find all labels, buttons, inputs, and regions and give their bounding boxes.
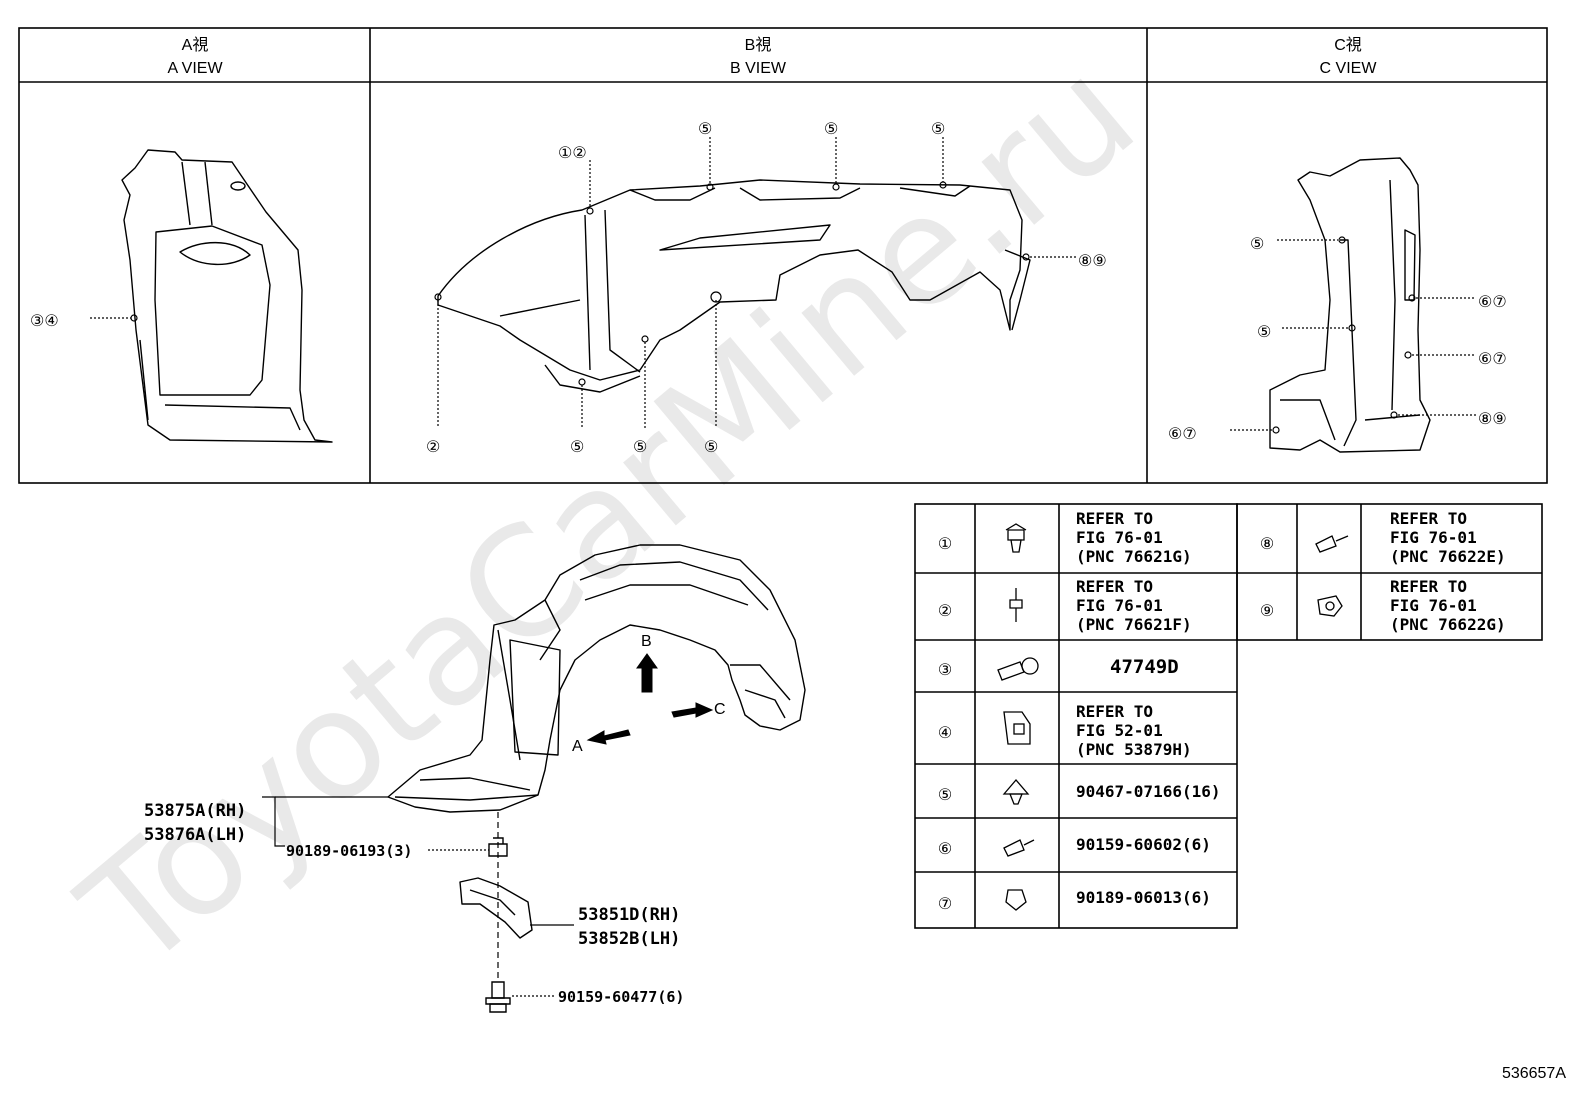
c-view-title-jp: C視 xyxy=(1334,36,1362,54)
part-label-screw: 90159-60477(6) xyxy=(558,988,684,1006)
legend-num-9: ⑨ xyxy=(1260,603,1274,620)
b-view-title: B VIEW xyxy=(730,60,787,77)
callout-6-7: ⑥⑦ xyxy=(1478,294,1507,311)
clip-part xyxy=(488,837,508,857)
c-view-callouts: ⑤ ⑤ ⑥⑦ ⑥⑦ ⑧⑨ ⑥⑦ xyxy=(1168,236,1507,443)
legend-2-line-3: (PNC 76621F) xyxy=(1076,615,1192,634)
arrow-c-label: C xyxy=(714,701,726,718)
legend-num-6: ⑥ xyxy=(938,841,952,858)
legend-7-line-1: 90189-06013(6) xyxy=(1076,888,1211,907)
arrow-b xyxy=(636,653,658,693)
legend-1-line-2: FIG 76-01 xyxy=(1076,528,1163,547)
arrow-labels: B C A xyxy=(572,633,726,755)
view-headers: A視 A VIEW B視 B VIEW C視 C VIEW xyxy=(167,36,1377,77)
fender-liner-drawing xyxy=(387,544,806,813)
arrow-a xyxy=(586,729,631,745)
arrow-a-label: A xyxy=(572,738,583,755)
legend-table xyxy=(914,503,1543,929)
watermark: ToyotaCarMine.ru xyxy=(51,27,1167,1003)
legend-2-line-2: FIG 76-01 xyxy=(1076,596,1163,615)
part-label-bracket-rh: 53851D(RH) xyxy=(578,905,680,925)
screw-part xyxy=(485,981,511,1013)
main-part-labels: 53875A(RH) 53876A(LH) 90189-06193(3) 538… xyxy=(144,801,684,1006)
legend-num-7: ⑦ xyxy=(938,896,952,913)
callout-1-2: ①② xyxy=(558,145,587,162)
callout-6-7: ⑥⑦ xyxy=(1168,426,1197,443)
legend-num-5: ⑤ xyxy=(938,787,952,804)
legend-num-4: ④ xyxy=(938,725,952,742)
legend-4-line-2: FIG 52-01 xyxy=(1076,721,1163,740)
callout-8-9: ⑧⑨ xyxy=(1478,411,1507,428)
callout-5: ⑤ xyxy=(824,121,838,138)
part-label-liner-lh: 53876A(LH) xyxy=(144,825,246,845)
b-view-title-jp: B視 xyxy=(745,36,772,54)
retainer-icon xyxy=(1317,595,1343,617)
legend-icons xyxy=(997,523,1349,911)
callout-5: ⑤ xyxy=(704,439,718,456)
legend-2-line-1: REFER TO xyxy=(1076,577,1153,596)
callout-5: ⑤ xyxy=(698,121,712,138)
legend-4-line-1: REFER TO xyxy=(1076,702,1153,721)
arrow-b-label: B xyxy=(641,633,652,650)
c-view-leaders xyxy=(1230,236,1476,434)
part-label-clip: 90189-06193(3) xyxy=(286,842,412,860)
callout-5: ⑤ xyxy=(931,121,945,138)
callout-5: ⑤ xyxy=(570,439,584,456)
figure-id: 536657A xyxy=(1502,1065,1566,1082)
legend-num-1: ① xyxy=(938,536,952,553)
legend-8-line-3: (PNC 76622E) xyxy=(1390,547,1506,566)
legend-texts: REFER TO FIG 76-01 (PNC 76621G) REFER TO… xyxy=(1076,509,1506,907)
a-view-leader xyxy=(90,314,138,322)
callout-5: ⑤ xyxy=(1250,236,1264,253)
legend-num-2: ② xyxy=(938,603,952,620)
legend-6-line-1: 90159-60602(6) xyxy=(1076,835,1211,854)
a-view-title: A VIEW xyxy=(167,60,223,77)
stud-icon xyxy=(1009,588,1023,622)
c-view-title: C VIEW xyxy=(1320,60,1378,77)
callout-6-7: ⑥⑦ xyxy=(1478,351,1507,368)
legend-5-line-1: 90467-07166(16) xyxy=(1076,782,1221,801)
push-clip-icon xyxy=(1002,779,1030,805)
legend-numbers: ① ② ③ ④ ⑤ ⑥ ⑦ ⑧ ⑨ xyxy=(938,536,1274,913)
legend-9-line-2: FIG 76-01 xyxy=(1390,596,1477,615)
b-view-drawing xyxy=(437,179,1031,393)
screw-icon xyxy=(1003,839,1035,857)
view-panel xyxy=(18,27,1548,484)
callout-2: ② xyxy=(426,439,440,456)
main-leaders xyxy=(262,796,574,997)
callout-5: ⑤ xyxy=(1257,324,1271,341)
part-label-liner-rh: 53875A(RH) xyxy=(144,801,246,821)
callout-8-9: ⑧⑨ xyxy=(1078,253,1107,270)
pin-clip-icon xyxy=(997,657,1039,681)
legend-4-line-3: (PNC 53879H) xyxy=(1076,740,1192,759)
nut-icon xyxy=(1005,889,1027,911)
legend-8-line-2: FIG 76-01 xyxy=(1390,528,1477,547)
legend-1-line-1: REFER TO xyxy=(1076,509,1153,528)
legend-3-line-1: 47749D xyxy=(1110,656,1179,678)
b-view-callouts: ①② ⑤ ⑤ ⑤ ⑧⑨ ② ⑤ ⑤ ⑤ xyxy=(426,121,1107,456)
callout-3-4: ③④ xyxy=(30,313,59,330)
clip-icon xyxy=(1005,523,1027,553)
nut-clip-icon xyxy=(1003,711,1031,745)
b-view-leaders xyxy=(434,137,1076,428)
bracket-part xyxy=(459,877,533,939)
a-view-title-jp: A視 xyxy=(182,36,209,54)
legend-1-line-3: (PNC 76621G) xyxy=(1076,547,1192,566)
part-label-bracket-lh: 53852B(LH) xyxy=(578,929,680,949)
legend-9-line-1: REFER TO xyxy=(1390,577,1467,596)
legend-8-line-1: REFER TO xyxy=(1390,509,1467,528)
arrow-c xyxy=(671,702,714,718)
a-view-drawing xyxy=(121,149,333,443)
legend-num-3: ③ xyxy=(938,662,952,679)
legend-num-8: ⑧ xyxy=(1260,536,1274,553)
view-arrows xyxy=(586,653,714,745)
callout-5: ⑤ xyxy=(633,439,647,456)
bolt-icon xyxy=(1315,535,1349,553)
legend-9-line-3: (PNC 76622G) xyxy=(1390,615,1506,634)
c-view-drawing xyxy=(1269,157,1431,453)
